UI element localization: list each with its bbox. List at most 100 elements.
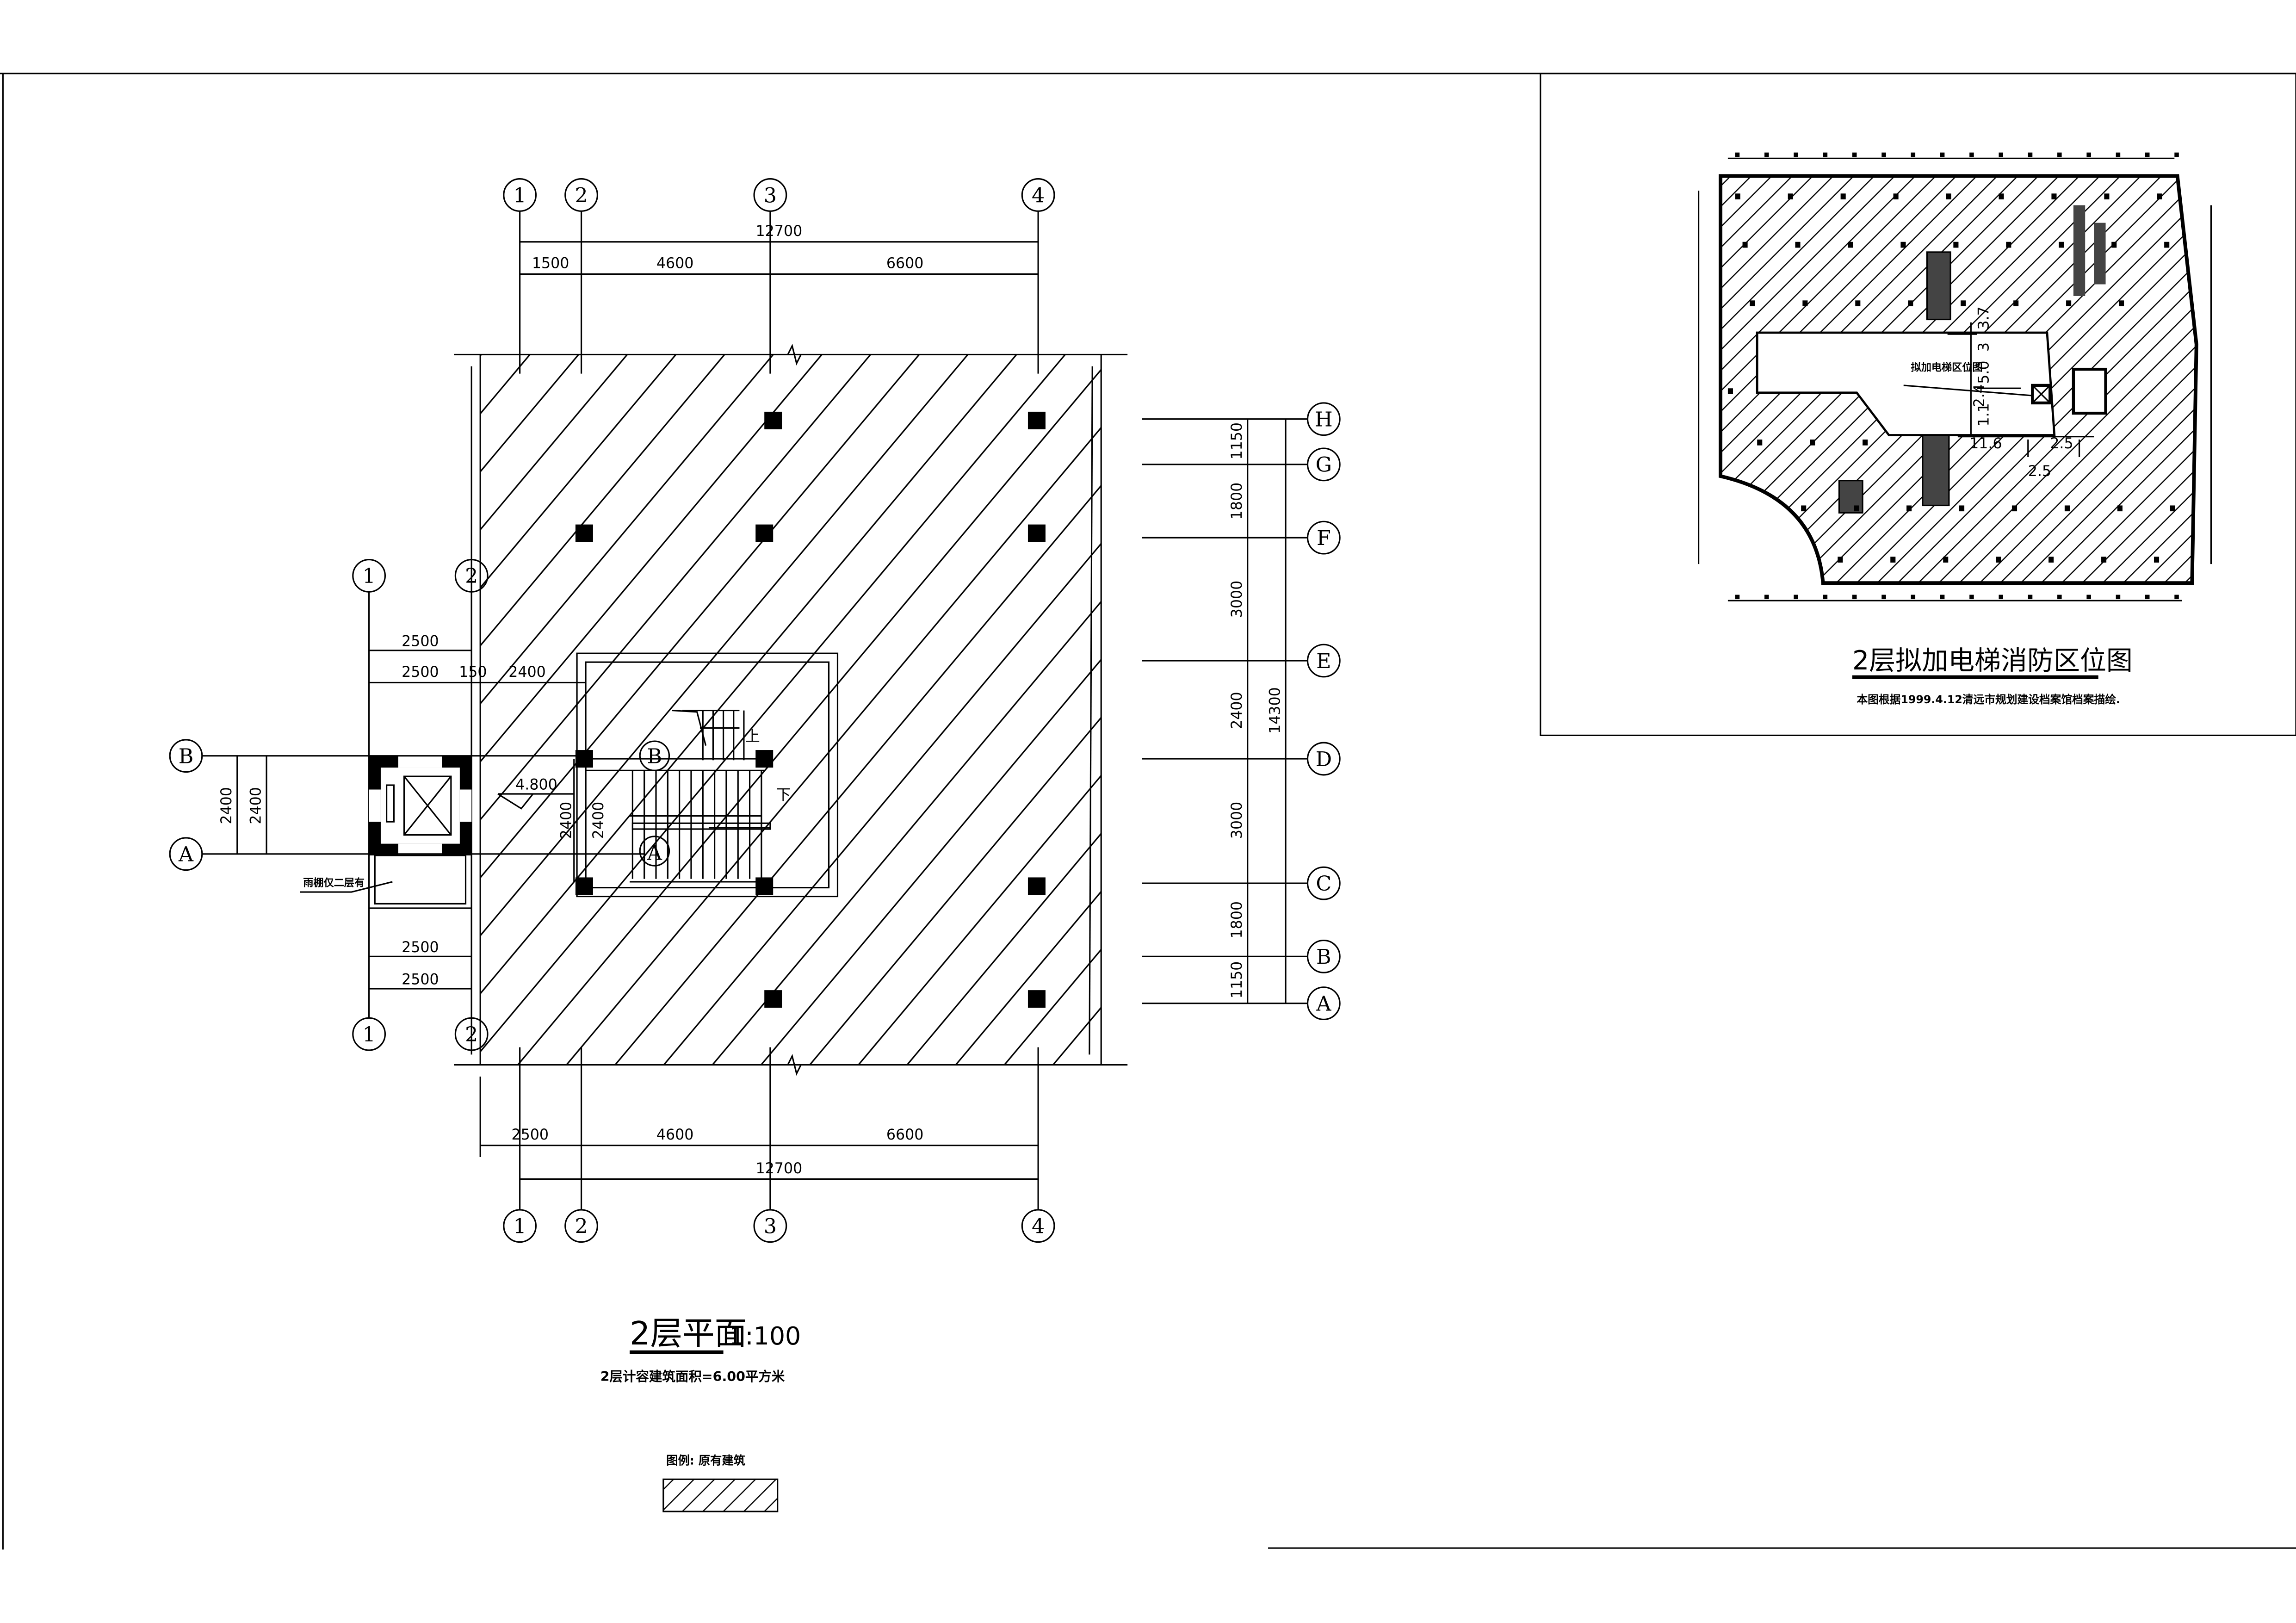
dim: 2400: [218, 787, 235, 824]
ruler-tick: [1735, 152, 1740, 157]
column-dot: [2066, 300, 2072, 307]
dim: 2400: [590, 802, 607, 839]
key-plan-title: 2层拟加电梯消防区位图: [1852, 645, 2133, 676]
column-dot: [2101, 557, 2107, 563]
ruler-tick: [2174, 152, 2179, 157]
ruler-tick: [2145, 595, 2150, 600]
column-dot: [1727, 388, 1733, 394]
axis-label: F: [1317, 527, 1331, 550]
ruler-tick: [1911, 595, 1916, 600]
dim: 1500: [532, 255, 569, 272]
area-note: 2层计容建筑面积=6.00平方米: [600, 1369, 785, 1384]
dim: 1150: [1229, 422, 1245, 460]
axis-label: C: [1316, 872, 1331, 896]
axis-label: B: [179, 745, 194, 768]
axis-label: 1: [363, 564, 376, 588]
column-dot: [2051, 193, 2057, 199]
dim: 1800: [1229, 901, 1245, 939]
column-dot: [1906, 505, 1912, 512]
column-dot: [2013, 300, 2019, 307]
dim: 2.5: [2028, 463, 2051, 480]
dim: 150: [459, 664, 487, 681]
axis-label: 2: [575, 184, 588, 207]
dim: 2400: [508, 664, 546, 681]
ruler-tick: [2116, 595, 2121, 600]
column-dot: [1788, 193, 1793, 199]
axis-label: 2: [465, 1023, 478, 1047]
plan-title: 2层平面: [630, 1315, 747, 1352]
column-dot: [1946, 193, 1951, 199]
elevation-label: 4.800: [515, 777, 557, 793]
ruler-tick: [2057, 595, 2062, 600]
column-dot: [1838, 557, 1843, 563]
dim: 2400: [248, 787, 264, 824]
dim: 2.4: [1971, 384, 1988, 407]
ruler-tick: [1823, 595, 1828, 600]
dim: 2500: [402, 633, 439, 650]
ruler-tick: [1999, 152, 2003, 157]
ruler-tick: [1940, 152, 1945, 157]
column-dot: [1999, 193, 2004, 199]
bottom-grid-axes: 2500 4600 6600 12700 1 2 3 4: [479, 1047, 1055, 1243]
dim-total: 14300: [1267, 687, 1283, 734]
column-dot: [1854, 505, 1859, 512]
ruler-tick: [2145, 152, 2150, 157]
column-dot: [1893, 193, 1899, 199]
sheet-frame: [0, 73, 2296, 1550]
column-dot: [1900, 242, 1906, 248]
key-plan-columns: [1727, 152, 2179, 600]
dim: 2500: [512, 1127, 549, 1143]
column-dot: [2006, 242, 2011, 248]
column-dot: [2154, 557, 2160, 563]
ruler-tick: [2086, 595, 2091, 600]
dim: 2400: [1229, 692, 1245, 729]
dim: 3000: [1229, 802, 1245, 839]
axis-label: A: [178, 843, 194, 867]
column-dot: [1943, 557, 1949, 563]
ruler-tick: [1940, 595, 1945, 600]
canopy-note: 雨棚仅二层有: [303, 877, 365, 889]
ruler-tick: [2057, 152, 2062, 157]
key-plan-frame: [1540, 73, 2296, 736]
dim: 3: [1975, 342, 1992, 352]
column-dot: [1801, 505, 1807, 512]
column-dot: [2064, 505, 2070, 512]
ruler-tick: [1911, 152, 1916, 157]
main-plan: 1 2 3 4 12700 1500 4600 6600: [169, 178, 1341, 1512]
break-line: [787, 343, 802, 1076]
ruler-tick: [1969, 152, 1974, 157]
stair-core: B A 上 下 4.800 2400 2400: [497, 652, 839, 898]
axis-label: G: [1316, 453, 1332, 477]
key-plan-stairs: [1838, 205, 2107, 514]
elevator-callout: 拟加电梯区位图: [1911, 361, 1983, 373]
legend-hatch-swatch: [662, 1478, 779, 1512]
dim: 1800: [1229, 483, 1245, 520]
axis-label: B: [1316, 945, 1331, 969]
column-dot: [1908, 300, 1913, 307]
stair-arrow: [630, 727, 761, 883]
axis-label: 1: [514, 184, 526, 207]
axis-label: A: [647, 841, 662, 865]
dim: 6600: [886, 255, 924, 272]
axis-label: A: [1316, 992, 1331, 1016]
dim: 11.6: [1969, 435, 2002, 452]
ruler-tick: [1764, 595, 1769, 600]
dim: 4600: [656, 1127, 694, 1143]
right-grid-axes: H G F E D C B A 1150 1800 3000 2400 3000…: [1142, 402, 1341, 1021]
axis-label: E: [1316, 650, 1331, 673]
dim: 6600: [886, 1127, 924, 1143]
axis-label: 3: [764, 184, 777, 207]
dim: 2500: [402, 939, 439, 956]
key-plan-courtyard: [1756, 331, 2056, 436]
elevator-annex: 1 2 1 2 2500 2500 150 2400 2500 2500 雨棚仅…: [169, 559, 644, 1051]
column-dot: [1959, 505, 1965, 512]
ruler-tick: [1764, 152, 1769, 157]
dim: 2500: [402, 971, 439, 988]
column-dot: [1961, 300, 1966, 307]
ruler-tick: [1881, 152, 1886, 157]
axis-label: 1: [514, 1215, 526, 1239]
title-underline: [1852, 675, 2098, 679]
column-dot: [1840, 193, 1846, 199]
column-dot: [1750, 300, 1755, 307]
